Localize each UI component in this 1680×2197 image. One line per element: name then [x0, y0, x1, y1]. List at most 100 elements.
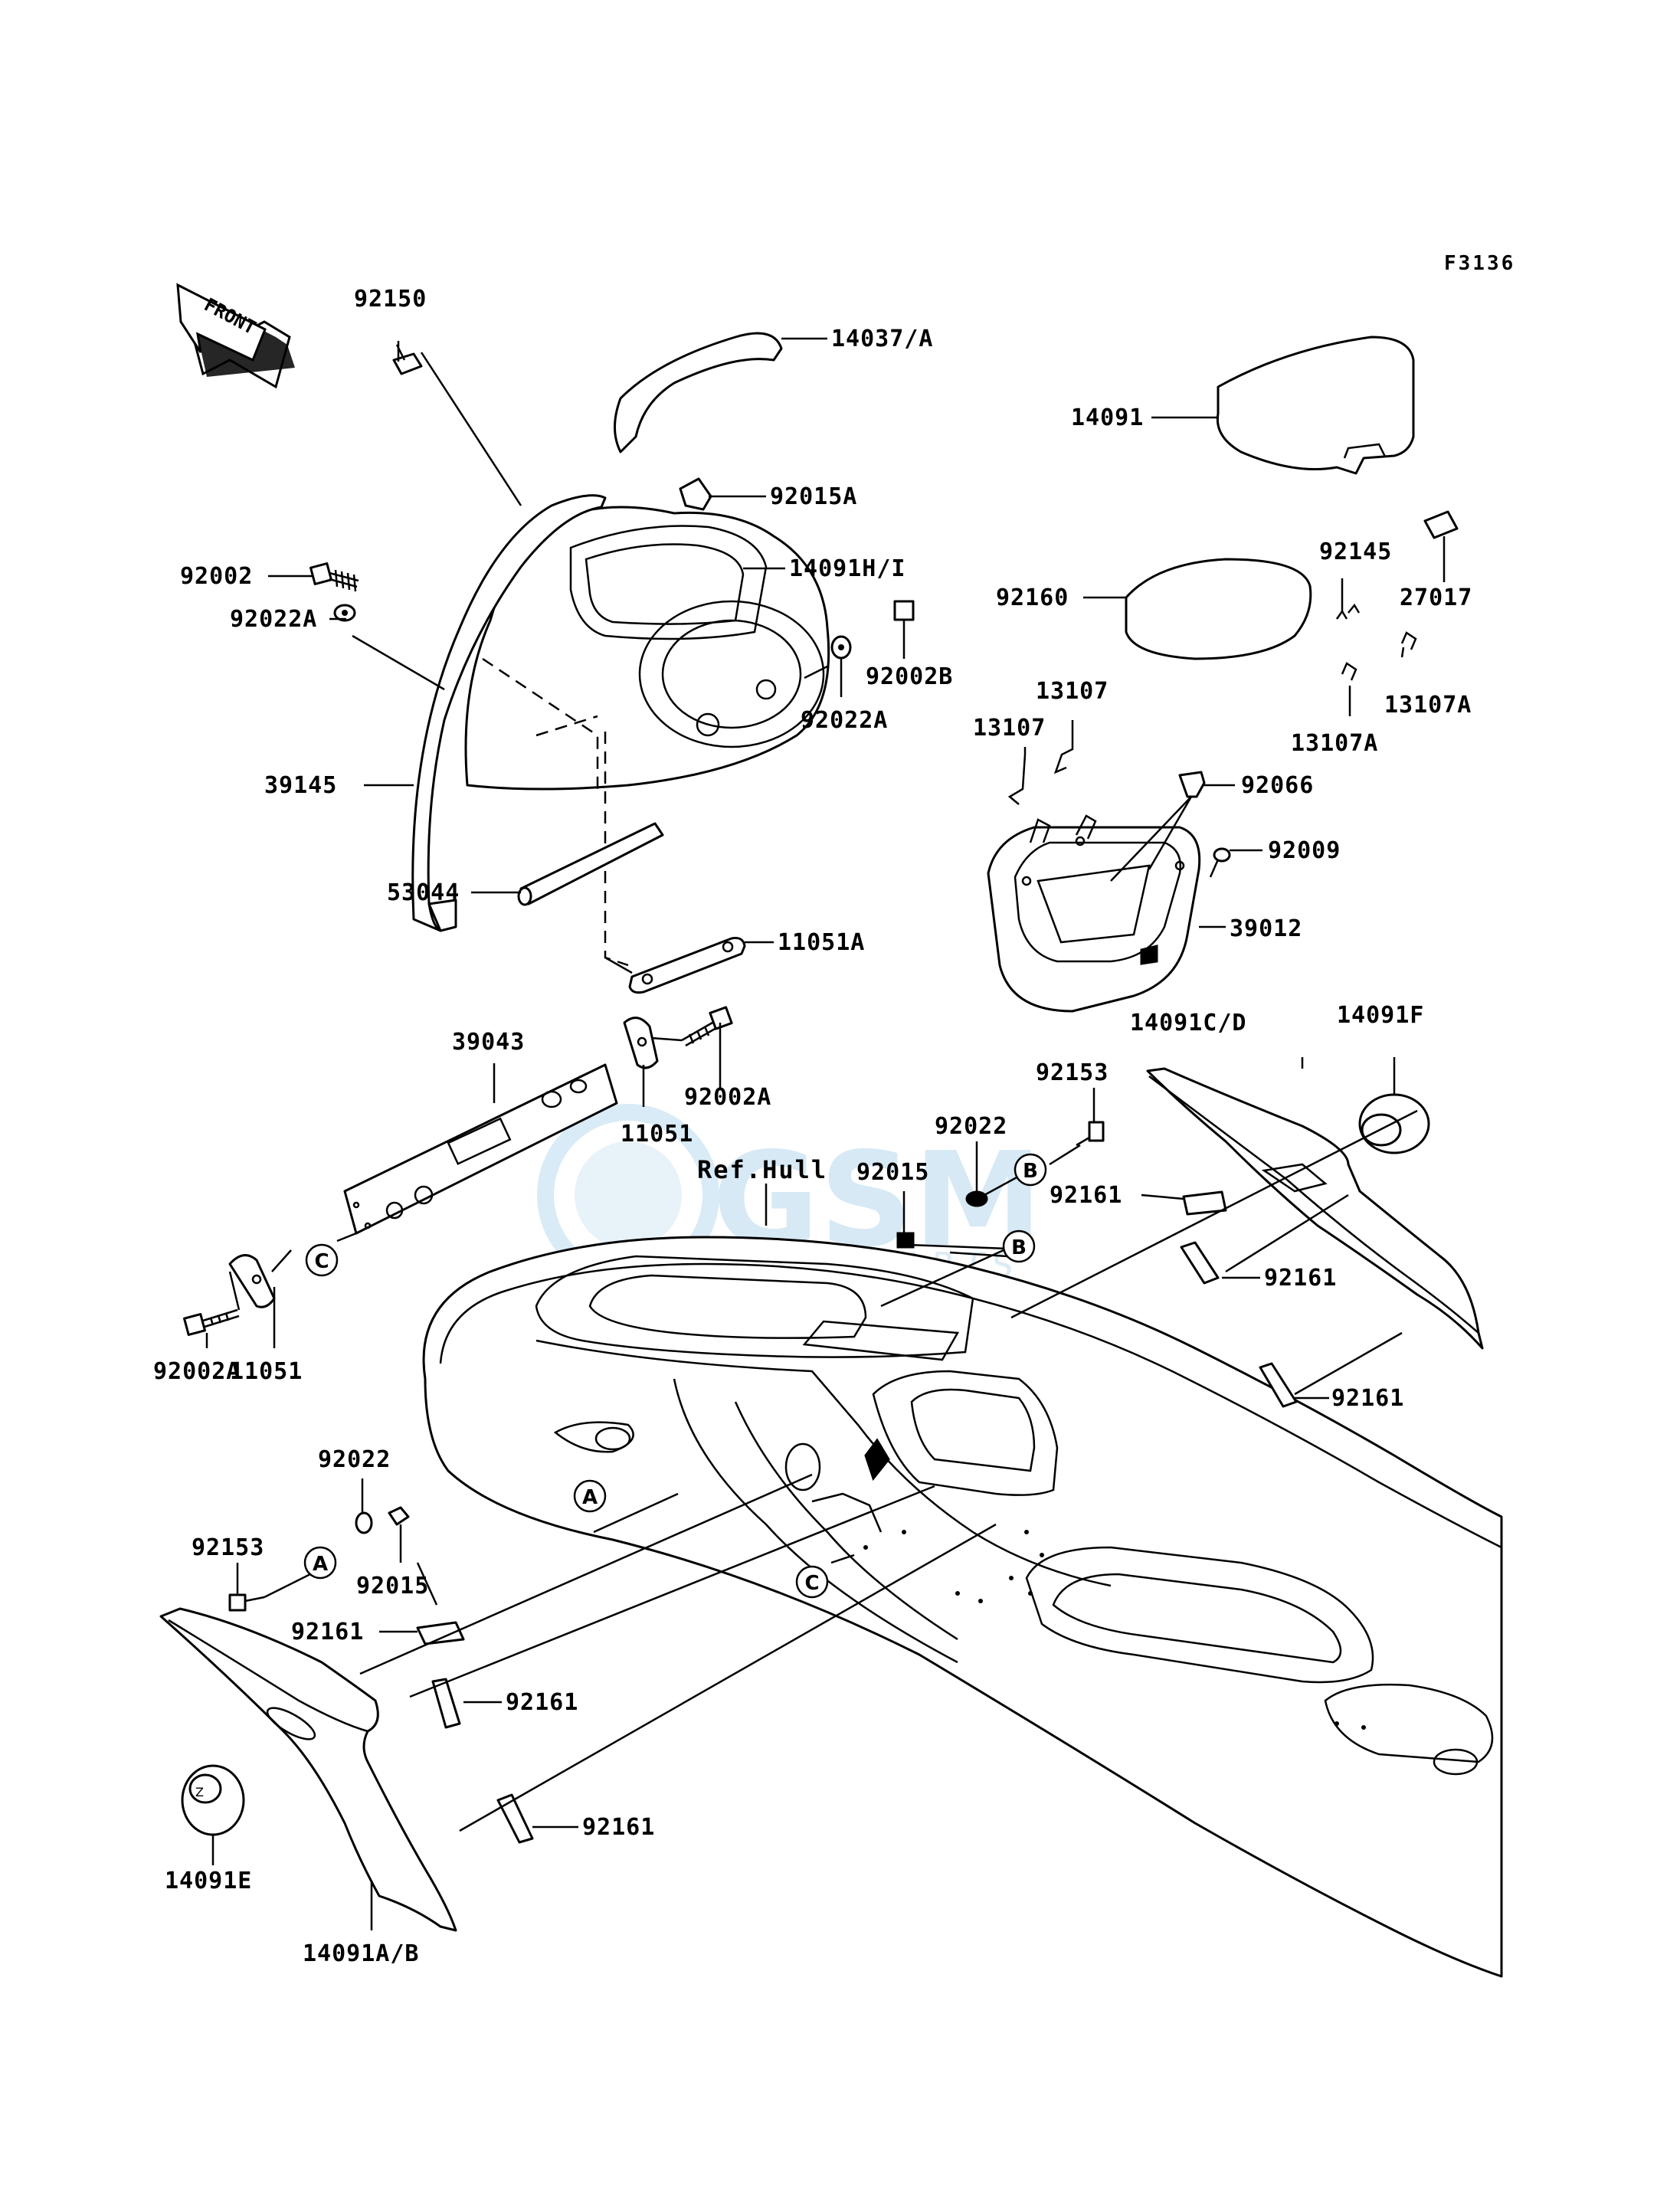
- label-92153-low: 92153: [192, 1534, 264, 1561]
- plate-assembly: [183, 1006, 733, 1336]
- label-13107-left: 13107: [973, 715, 1046, 742]
- front-arrow-icon: FRONT: [176, 283, 295, 389]
- label-14037A: 14037/A: [831, 326, 933, 352]
- svg-text:C: C: [804, 1572, 819, 1595]
- hood-assembly: [309, 332, 915, 994]
- seal-39145: [411, 494, 607, 932]
- washer-92022-mid: [965, 1190, 988, 1207]
- hull-bin: [872, 1370, 1059, 1496]
- label-92161-r3: 92161: [1331, 1385, 1404, 1412]
- label-14091HI: 14091H/I: [789, 555, 906, 582]
- wire-13107-left: [1007, 754, 1027, 805]
- leaders-lower-left: [211, 1473, 997, 1930]
- panel-14091AB: [159, 1607, 457, 1932]
- marker-c-hull: C: [795, 1565, 829, 1599]
- hull: [422, 1236, 1503, 1978]
- wire-13107-top: [1053, 728, 1074, 774]
- plate-39043: [343, 1063, 618, 1235]
- label-92015A: 92015A: [770, 483, 857, 510]
- marker-b-bottom: B: [1002, 1229, 1036, 1263]
- label-92161-l3: 92161: [582, 1814, 655, 1841]
- pad-92161-l3: [496, 1793, 534, 1844]
- label-13107A-right: 13107A: [1384, 692, 1472, 719]
- rear-pad: [1025, 1546, 1374, 1684]
- svg-text:Z: Z: [195, 1785, 204, 1799]
- label-92161-l2: 92161: [506, 1689, 578, 1716]
- pad-92161-l2: [431, 1678, 461, 1729]
- label-92150: 92150: [354, 286, 427, 313]
- label-92153-top: 92153: [1036, 1059, 1109, 1086]
- pad-27017: [1423, 510, 1459, 539]
- label-13107A-low: 13107A: [1291, 730, 1378, 757]
- label-11051A: 11051A: [778, 929, 865, 956]
- svg-text:A: A: [582, 1486, 598, 1509]
- label-92161-r2: 92161: [1264, 1265, 1337, 1292]
- label-92022-low: 92022: [318, 1446, 391, 1473]
- display-window: [569, 525, 768, 640]
- pipe-53044: [519, 822, 664, 905]
- storage-assembly: [987, 336, 1459, 1013]
- bolt-92002: [309, 562, 359, 592]
- figure-code: F3136: [1444, 252, 1515, 275]
- label-92066: 92066: [1241, 772, 1314, 799]
- label-92145: 92145: [1319, 539, 1392, 565]
- svg-text:C: C: [314, 1250, 329, 1273]
- svg-text:B: B: [1011, 1236, 1027, 1259]
- pad-92160: [1125, 558, 1312, 660]
- label-92002B: 92002B: [866, 663, 953, 690]
- svg-text:A: A: [313, 1553, 328, 1576]
- label-92002: 92002: [180, 563, 253, 590]
- bolt-92002A-bot: [183, 1308, 240, 1336]
- label-14091: 14091: [1071, 404, 1144, 431]
- grommet-92066: [1178, 771, 1206, 798]
- leaders-right: [765, 1057, 1418, 1400]
- marker-c-left: C: [305, 1243, 339, 1277]
- label-92161-r1: 92161: [1050, 1182, 1122, 1209]
- label-92161-l1: 92161: [291, 1619, 364, 1645]
- label-92002A-bot: 92002A: [153, 1358, 241, 1385]
- label-92022-mid: 92022: [935, 1113, 1007, 1140]
- marker-b-top: B: [1014, 1153, 1047, 1187]
- pad-92161-r2: [1180, 1241, 1220, 1285]
- leaders-top-right: [1023, 416, 1446, 928]
- label-39145: 39145: [264, 772, 337, 799]
- trim-14037: [614, 332, 783, 453]
- screw-92153-top: [1076, 1121, 1105, 1147]
- label-ref-hull: Ref.Hull: [697, 1155, 827, 1184]
- label-92009: 92009: [1268, 837, 1341, 864]
- marker-a-hull: A: [573, 1479, 607, 1513]
- leaders-middle-left: [205, 1023, 722, 1348]
- nut-92015-mid: [896, 1232, 915, 1249]
- side-panel-right: [896, 1067, 1484, 1408]
- marker-a-low: A: [303, 1546, 337, 1580]
- label-92022A-right: 92022A: [801, 707, 888, 734]
- side-panel-left: Z: [159, 1506, 534, 1932]
- hull-body: [422, 1236, 1503, 1978]
- pad-92161-l1: [416, 1621, 465, 1645]
- pad-92161-r3: [1259, 1362, 1298, 1408]
- clip-13107A-right: [1400, 631, 1417, 650]
- svg-text:B: B: [1023, 1160, 1038, 1183]
- label-92015-mid: 92015: [856, 1159, 929, 1186]
- footwell-port-left: [784, 1442, 821, 1491]
- bolt-92002A-top: [681, 1006, 733, 1047]
- label-39012: 39012: [1230, 915, 1302, 942]
- pad-92161-r1: [1182, 1190, 1227, 1216]
- label-92160: 92160: [996, 584, 1069, 611]
- washer-92022-low: [355, 1511, 373, 1534]
- label-14091F: 14091F: [1337, 1002, 1424, 1029]
- clip-92145: [1335, 603, 1361, 620]
- label-27017: 27017: [1400, 584, 1472, 611]
- deck-front: [535, 1255, 974, 1358]
- label-11051-top: 11051: [621, 1121, 693, 1148]
- label-14091CD: 14091C/D: [1130, 1010, 1247, 1036]
- bin-39012: [987, 826, 1201, 1013]
- label-53044: 53044: [387, 879, 460, 906]
- leaders-top-left: [268, 337, 905, 974]
- gauge-opening: [638, 600, 825, 748]
- label-11051-bot: 11051: [230, 1358, 303, 1385]
- lid-14091: [1216, 336, 1415, 475]
- gasket-11051-top: [623, 1017, 659, 1069]
- label-14091AB: 14091A/B: [303, 1940, 420, 1967]
